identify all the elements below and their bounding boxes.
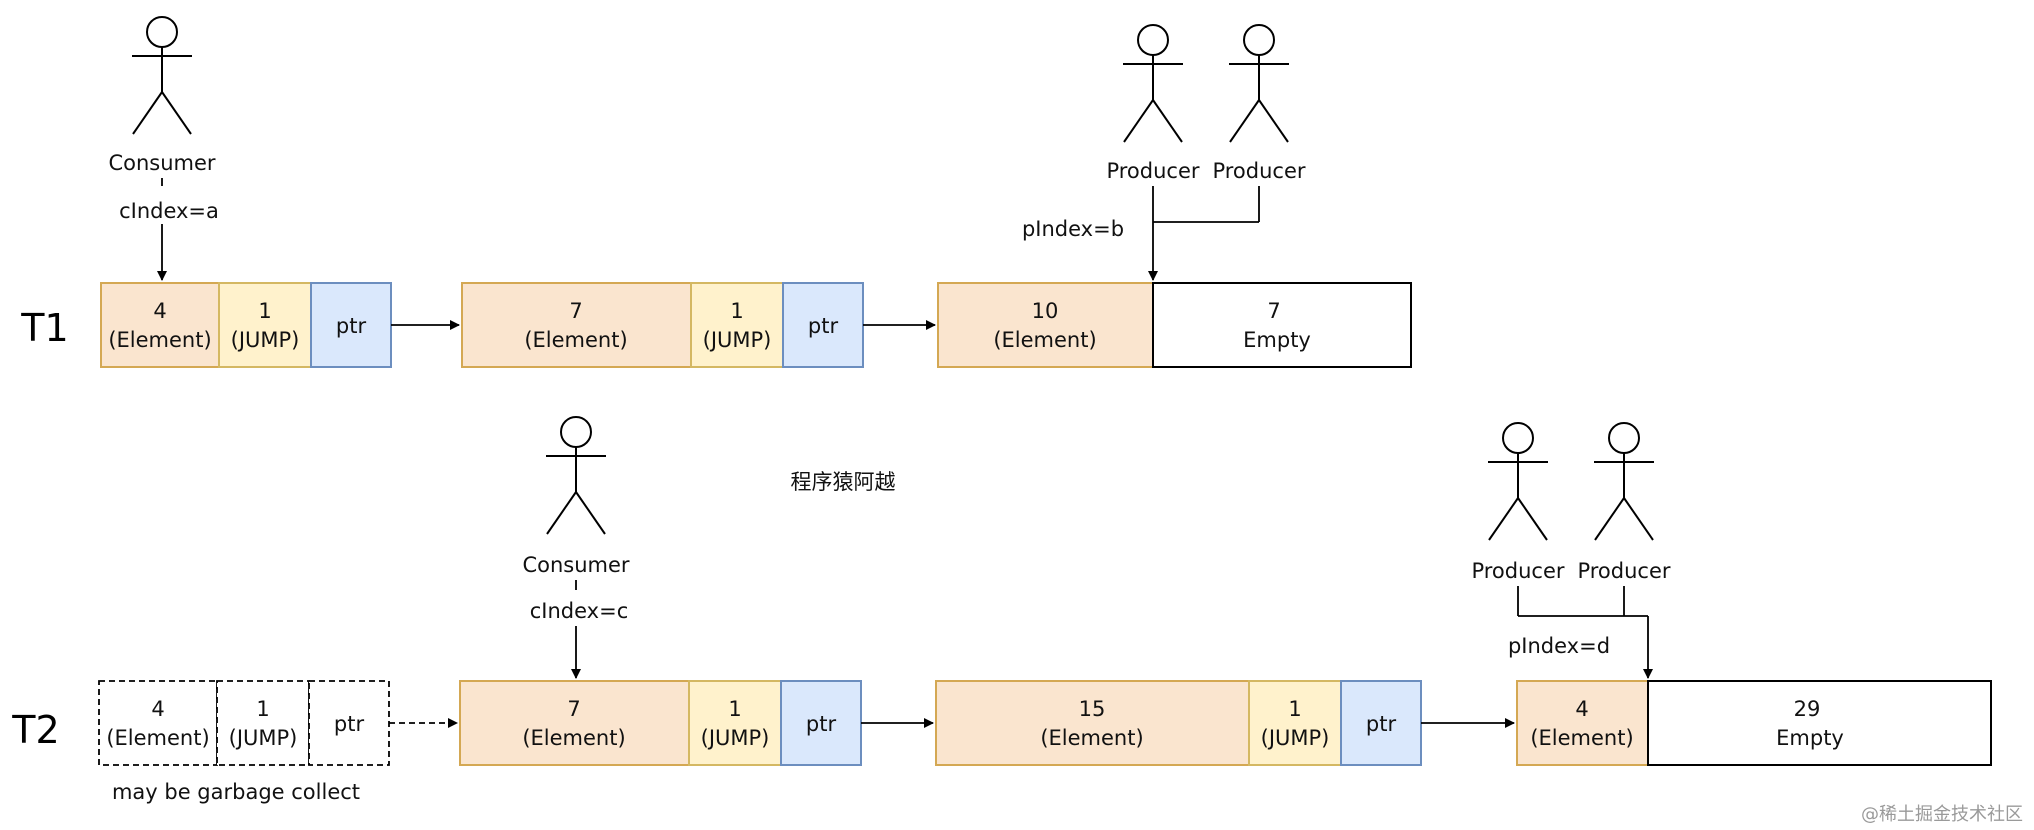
t2-seg3-jump-label: (JUMP) (1261, 726, 1330, 750)
t1-producer-b-label: Producer (1212, 159, 1305, 183)
t2-seg3-element-num: 15 (1079, 697, 1106, 721)
t1-seg1-element-num: 4 (153, 299, 166, 323)
t2-seg1-element-cell (98, 680, 218, 766)
t2-seg2-ptr-cell (780, 680, 862, 766)
t1-seg3-element-num: 10 (1032, 299, 1059, 323)
t2-seg1-ptr-cell (308, 680, 390, 766)
t2-seg4-empty-cell (1647, 680, 1992, 766)
t2-seg4-element-cell (1516, 680, 1649, 766)
t2-seg2-element-cell (459, 680, 690, 766)
t2-producer-a-icon (1488, 422, 1548, 541)
t2-cindex-label: cIndex=c (530, 599, 629, 623)
t2-seg1-jump-label: (JUMP) (229, 726, 298, 750)
t2-consumer-icon (546, 416, 606, 535)
t2-seg1-element-label: (Element) (106, 726, 209, 750)
t2-seg3-element-cell (935, 680, 1250, 766)
t2-seg4-element-num: 4 (1575, 697, 1588, 721)
t2-seg2-jump-cell (688, 680, 782, 766)
t1-seg2-jump-num: 1 (730, 299, 743, 323)
t2-seg4-empty-num: 29 (1794, 697, 1821, 721)
t2-segment-2: 7 (Element) 1 (JUMP) ptr (459, 680, 862, 766)
t2-seg2-element-num: 7 (567, 697, 580, 721)
t2-seg4-empty-label: Empty (1776, 726, 1844, 750)
t1-seg2-ptr-label: ptr (808, 314, 839, 338)
t1-producer-b-icon (1229, 24, 1289, 143)
t1-cindex-label: cIndex=a (119, 199, 219, 223)
t1-seg3-empty-num: 7 (1267, 299, 1280, 323)
t1-seg3-empty-cell (1152, 282, 1412, 368)
t2-seg1-element-num: 4 (151, 697, 164, 721)
t2-seg3-ptr-label: ptr (1366, 712, 1397, 736)
t1-seg1-ptr-label: ptr (336, 314, 367, 338)
t1-seg1-jump-cell (218, 282, 312, 368)
t2-pindex-label: pIndex=d (1508, 634, 1610, 658)
t1-seg2-element-num: 7 (569, 299, 582, 323)
t1-seg2-ptr-cell (782, 282, 864, 368)
t2-seg2-ptr-label: ptr (806, 712, 837, 736)
t2-segment-1-collected: 4 (Element) 1 (JUMP) ptr (98, 680, 390, 766)
t1-segment-3: 10 (Element) 7 Empty (937, 282, 1412, 368)
t1-seg3-element-label: (Element) (993, 328, 1096, 352)
t1-seg3-empty-label: Empty (1243, 328, 1311, 352)
t1-seg1-jump-num: 1 (258, 299, 271, 323)
t2-seg2-jump-num: 1 (728, 697, 741, 721)
t1-producer-connector (1148, 186, 1260, 281)
t1-seg2-element-cell (461, 282, 692, 368)
t1-consumer-label: Consumer (108, 151, 215, 175)
t2-seg3-jump-cell (1248, 680, 1342, 766)
t1-pindex-label: pIndex=b (1022, 217, 1124, 241)
t2-producer-b-icon (1594, 422, 1654, 541)
t2-seg2-element-label: (Element) (522, 726, 625, 750)
t2-producer-a-label: Producer (1471, 559, 1564, 583)
t1-producer-a-label: Producer (1106, 159, 1199, 183)
t1-seg2-jump-label: (JUMP) (703, 328, 772, 352)
gc-note: may be garbage collect (112, 780, 360, 804)
t1-segment-2: 7 (Element) 1 (JUMP) ptr (461, 282, 864, 368)
t2-consumer-label: Consumer (522, 553, 629, 577)
t1-producer-a-icon (1123, 24, 1183, 143)
t2-seg1-jump-cell (216, 680, 310, 766)
t2-segment-4: 4 (Element) 29 Empty (1516, 680, 1992, 766)
row-label-t2: T2 (11, 708, 59, 752)
t2-seg2-jump-label: (JUMP) (701, 726, 770, 750)
t1-seg2-element-label: (Element) (524, 328, 627, 352)
t1-seg1-element-cell (100, 282, 220, 368)
t1-consumer-icon (132, 16, 192, 135)
row-label-t1: T1 (20, 306, 68, 350)
t2-seg1-ptr-label: ptr (334, 712, 365, 736)
t2-seg1-jump-num: 1 (256, 697, 269, 721)
t2-producer-connector (1517, 586, 1653, 679)
t1-seg3-element-cell (937, 282, 1154, 368)
t1-seg1-element-label: (Element) (108, 328, 211, 352)
t2-seg4-element-label: (Element) (1530, 726, 1633, 750)
t2-seg3-jump-num: 1 (1288, 697, 1301, 721)
t1-segment-1: 4 (Element) 1 (JUMP) ptr (100, 282, 392, 368)
t1-seg1-ptr-cell (310, 282, 392, 368)
t1-seg2-jump-cell (690, 282, 784, 368)
watermark: @稀土掘金技术社区 (1861, 804, 2023, 825)
t2-producer-b-label: Producer (1577, 559, 1670, 583)
t2-seg3-element-label: (Element) (1040, 726, 1143, 750)
t1-seg1-jump-label: (JUMP) (231, 328, 300, 352)
t2-segment-3: 15 (Element) 1 (JUMP) ptr (935, 680, 1422, 766)
center-label: 程序猿阿越 (791, 470, 896, 494)
